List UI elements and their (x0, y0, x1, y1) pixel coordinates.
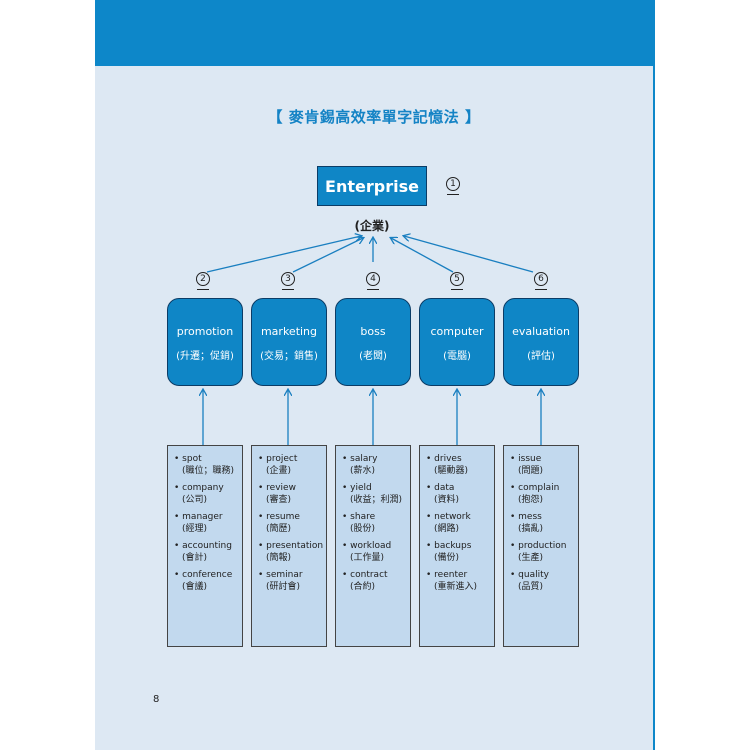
enterprise-number: 1 (446, 177, 460, 191)
category-label: computer (430, 325, 484, 338)
category-label: boss (360, 325, 386, 338)
category-number-3: 4 (366, 272, 380, 286)
word-list-evaluation: • issue(問題) • complain(抱怨) • mess(搞亂) • … (503, 445, 579, 647)
list-item: • manager(經理) (174, 512, 223, 534)
enterprise-translation: (企業) (354, 219, 390, 233)
list-item: • company(公司) (174, 483, 224, 505)
category-number-4: 5 (450, 272, 464, 286)
category-translation: (升遷；促銷) (176, 351, 234, 362)
category-number-underline (197, 289, 209, 290)
category-translation: (交易；銷售) (260, 351, 318, 362)
category-translation: (評估) (527, 351, 555, 362)
enterprise-label: Enterprise (325, 176, 419, 196)
category-number-2: 3 (281, 272, 295, 286)
list-item: • presentation(簡報) (258, 541, 324, 563)
page-edge (653, 0, 655, 750)
list-item: • conference(會議) (174, 570, 233, 592)
list-item: • reenter(重新進入) (426, 570, 478, 592)
arrow-promotion-to-enterprise (206, 236, 361, 273)
category-translation: (電腦) (443, 351, 471, 362)
category-box-evaluation: evaluation (評估) (503, 298, 579, 386)
list-item: • resume(簡歷) (258, 512, 300, 534)
category-number-underline (367, 289, 379, 290)
list-item: • network(網路) (426, 512, 471, 534)
enterprise-box: Enterprise (317, 166, 427, 206)
category-label: promotion (176, 325, 234, 338)
word-list-marketing: • project(企畫) • review(審查) • resume(簡歷) … (251, 445, 327, 647)
list-item: • share(股份) (342, 512, 376, 534)
list-item: • salary(薪水) (342, 454, 378, 476)
list-item: • production(生產) (510, 541, 567, 563)
category-number-underline (282, 289, 294, 290)
list-item: • contract(合約) (342, 570, 388, 592)
category-box-promotion: promotion (升遷；促銷) (167, 298, 243, 386)
category-number-underline (451, 289, 463, 290)
category-number-underline (535, 289, 547, 290)
category-box-marketing: marketing (交易；銷售) (251, 298, 327, 386)
arrow-computer-to-enterprise (391, 238, 454, 273)
word-list-promotion: • spot(職位；職務) • company(公司) • manager(經理… (167, 445, 243, 647)
list-item: • spot(職位；職務) (174, 454, 235, 476)
list-item: • review(審查) (258, 483, 296, 505)
category-number-1: 2 (196, 272, 210, 286)
page-number: 8 (153, 694, 160, 705)
category-label: marketing (260, 325, 318, 338)
category-number-5: 6 (534, 272, 548, 286)
list-item: • project(企畫) (258, 454, 298, 476)
connector-arrows (95, 0, 653, 445)
list-item: • mess(搞亂) (510, 512, 544, 534)
category-box-boss: boss (老闆) (335, 298, 411, 386)
enterprise-number-underline (447, 194, 459, 195)
book-page: 【 麥肯錫高效率單字記憶法 】 Enterprise 1 (企業) 2 3 4 … (95, 0, 653, 750)
list-item: • quality(品質) (510, 570, 549, 592)
list-item: • workload(工作量) (342, 541, 392, 563)
list-item: • seminar(研討會) (258, 570, 303, 592)
list-item: • complain(抱怨) (510, 483, 560, 505)
category-translation: (老闆) (359, 351, 387, 362)
list-item: • accounting(會計) (174, 541, 232, 563)
page-title: 【 麥肯錫高效率單字記憶法 】 (267, 108, 481, 126)
list-item: • data(資料) (426, 483, 460, 505)
category-box-computer: computer (電腦) (419, 298, 495, 386)
arrow-evaluation-to-enterprise (404, 236, 534, 273)
list-item: • backups(備份) (426, 541, 472, 563)
arrow-marketing-to-enterprise (292, 238, 363, 273)
word-list-boss: • salary(薪水) • yield(收益；利潤) • share(股份) … (335, 445, 411, 647)
word-list-computer: • drives(驅動器) • data(資料) • network(網路) •… (419, 445, 495, 647)
list-item: • issue(問題) (510, 454, 544, 476)
list-item: • yield(收益；利潤) (342, 483, 403, 505)
header-bar (95, 0, 653, 66)
list-item: • drives(驅動器) (426, 454, 469, 476)
category-label: evaluation (512, 325, 570, 338)
